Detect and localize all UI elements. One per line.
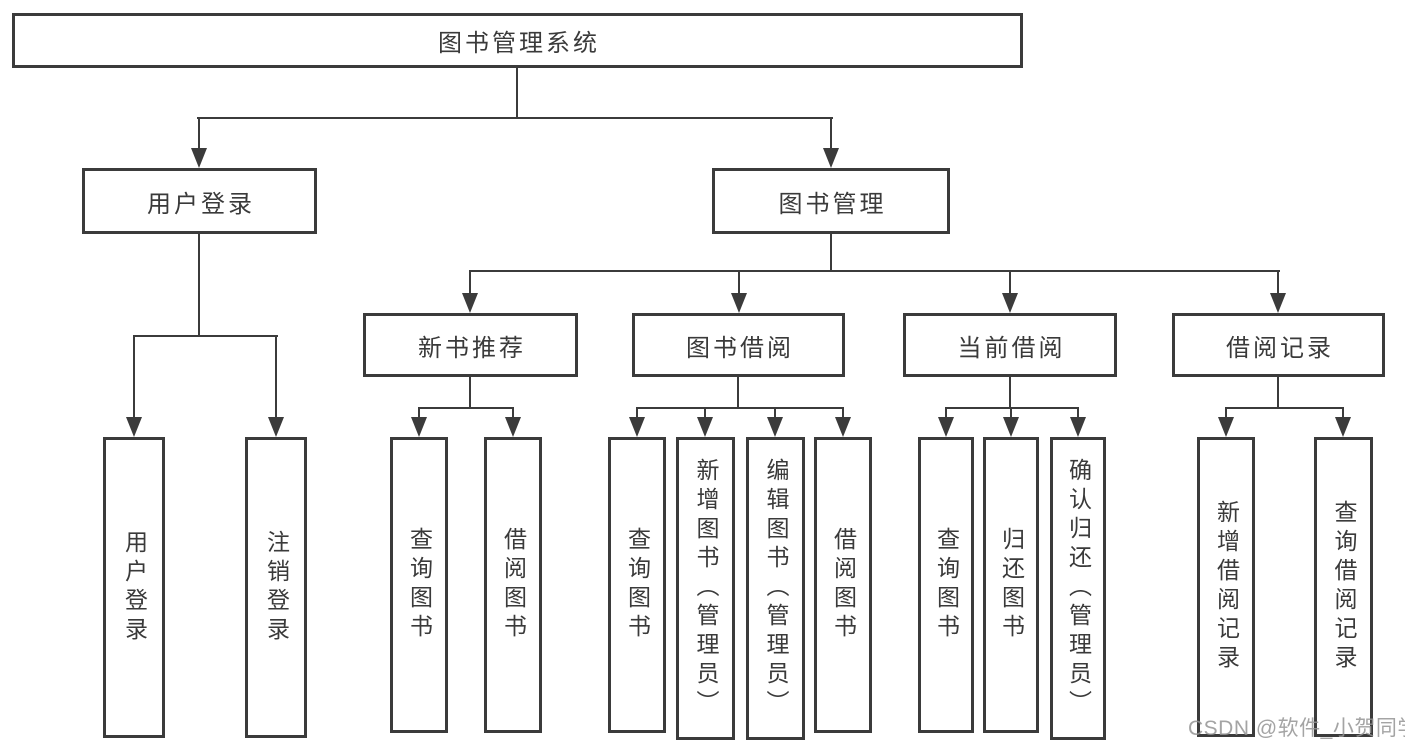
connector-line bbox=[1277, 270, 1279, 295]
connector-line bbox=[469, 270, 1280, 272]
node-current-borrowing-label: 当前借阅 bbox=[957, 334, 1066, 362]
down-arrow-icon bbox=[1002, 293, 1018, 313]
down-arrow-icon bbox=[268, 417, 284, 437]
col-user-login: 用户登录 bbox=[103, 437, 165, 738]
node-root-label: 图书管理系统 bbox=[438, 30, 600, 57]
col-query-books-borrowing: 查询图书 bbox=[608, 437, 666, 733]
down-arrow-icon bbox=[462, 293, 478, 313]
node-book-borrowing: 图书借阅 bbox=[632, 313, 845, 377]
connector-line bbox=[133, 335, 135, 419]
down-arrow-icon bbox=[1270, 293, 1286, 313]
col-edit-book-admin: 编辑图书（管理员） bbox=[746, 437, 805, 740]
down-arrow-icon bbox=[1335, 417, 1351, 437]
connector-line bbox=[512, 407, 514, 419]
node-user-login: 用户登录 bbox=[82, 168, 317, 234]
down-arrow-icon bbox=[505, 417, 521, 437]
connector-line bbox=[1225, 407, 1227, 419]
connector-line bbox=[197, 117, 833, 119]
node-borrowing-records: 借阅记录 bbox=[1172, 313, 1385, 377]
connector-line bbox=[830, 234, 832, 272]
down-arrow-icon bbox=[191, 148, 207, 168]
connector-line bbox=[198, 117, 200, 150]
connector-line bbox=[516, 68, 518, 118]
down-arrow-icon bbox=[1218, 417, 1234, 437]
down-arrow-icon bbox=[767, 417, 783, 437]
node-new-book-recommendation: 新书推荐 bbox=[363, 313, 578, 377]
down-arrow-icon bbox=[1070, 417, 1086, 437]
down-arrow-icon bbox=[1003, 417, 1019, 437]
col-add-borrow-record: 新增借阅记录 bbox=[1197, 437, 1255, 737]
connector-line bbox=[830, 117, 832, 150]
connector-line bbox=[1225, 407, 1344, 409]
down-arrow-icon bbox=[126, 417, 142, 437]
down-arrow-icon bbox=[697, 417, 713, 437]
down-arrow-icon bbox=[823, 148, 839, 168]
connector-line bbox=[275, 335, 277, 419]
connector-line bbox=[1010, 407, 1012, 419]
col-borrow-books: 借阅图书 bbox=[814, 437, 872, 733]
connector-line bbox=[418, 407, 514, 409]
connector-line bbox=[1342, 407, 1344, 419]
col-query-books-current: 查询图书 bbox=[918, 437, 974, 733]
connector-line bbox=[469, 377, 471, 409]
connector-line bbox=[1009, 270, 1011, 295]
col-confirm-return-admin: 确认归还（管理员） bbox=[1050, 437, 1106, 740]
watermark: CSDN @软件_小贺同学 bbox=[1188, 717, 1405, 740]
down-arrow-icon bbox=[731, 293, 747, 313]
node-book-borrowing-label: 图书借阅 bbox=[686, 334, 794, 362]
connector-line bbox=[469, 270, 471, 295]
connector-line bbox=[774, 407, 776, 419]
down-arrow-icon bbox=[629, 417, 645, 437]
connector-line bbox=[636, 407, 844, 409]
node-book-management: 图书管理 bbox=[712, 168, 950, 234]
node-user-login-label: 用户登录 bbox=[147, 190, 255, 218]
col-return-books: 归还图书 bbox=[983, 437, 1039, 733]
connector-line bbox=[704, 407, 706, 419]
connector-line bbox=[1009, 377, 1011, 409]
down-arrow-icon bbox=[938, 417, 954, 437]
connector-line bbox=[737, 377, 739, 409]
node-new-book-recommendation-label: 新书推荐 bbox=[418, 334, 526, 362]
connector-line bbox=[945, 407, 1079, 409]
connector-line bbox=[133, 335, 278, 337]
node-borrowing-records-label: 借阅记录 bbox=[1226, 334, 1334, 362]
connector-line bbox=[842, 407, 844, 419]
connector-line bbox=[418, 407, 420, 419]
node-book-management-label: 图书管理 bbox=[778, 190, 887, 218]
down-arrow-icon bbox=[835, 417, 851, 437]
node-current-borrowing: 当前借阅 bbox=[903, 313, 1117, 377]
connector-line bbox=[198, 234, 200, 337]
connector-line bbox=[738, 270, 740, 295]
col-logout: 注销登录 bbox=[245, 437, 307, 738]
col-query-books-recommend: 查询图书 bbox=[390, 437, 448, 733]
col-query-borrow-record: 查询借阅记录 bbox=[1314, 437, 1373, 737]
connector-line bbox=[945, 407, 947, 419]
connector-line bbox=[1277, 377, 1279, 409]
col-add-book-admin: 新增图书（管理员） bbox=[676, 437, 735, 740]
node-root: 图书管理系统 bbox=[12, 13, 1023, 68]
down-arrow-icon bbox=[411, 417, 427, 437]
connector-line bbox=[636, 407, 638, 419]
col-borrow-books-recommend: 借阅图书 bbox=[484, 437, 542, 733]
connector-line bbox=[1077, 407, 1079, 419]
